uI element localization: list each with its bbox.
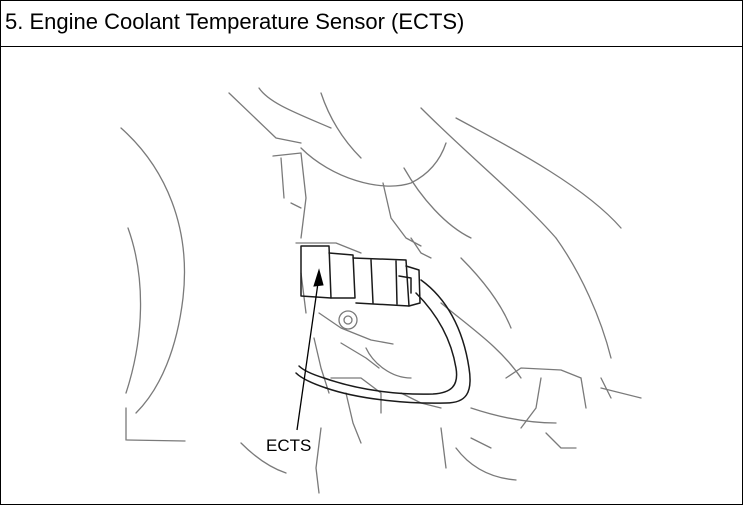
- engine-diagram: ECTS: [1, 48, 742, 504]
- figure-title: 5. Engine Coolant Temperature Sensor (EC…: [5, 9, 465, 34]
- callout-arrowhead: [313, 268, 324, 287]
- background-engine-outline: [120, 87, 642, 494]
- callout-leader-line: [296, 275, 320, 431]
- ects-sensor-assembly: [295, 245, 471, 404]
- ects-callout-label: ECTS: [266, 436, 311, 455]
- figure-header: 5. Engine Coolant Temperature Sensor (EC…: [1, 1, 742, 47]
- engine-line-drawing: ECTS: [120, 87, 642, 494]
- ects-callout: ECTS: [266, 268, 324, 455]
